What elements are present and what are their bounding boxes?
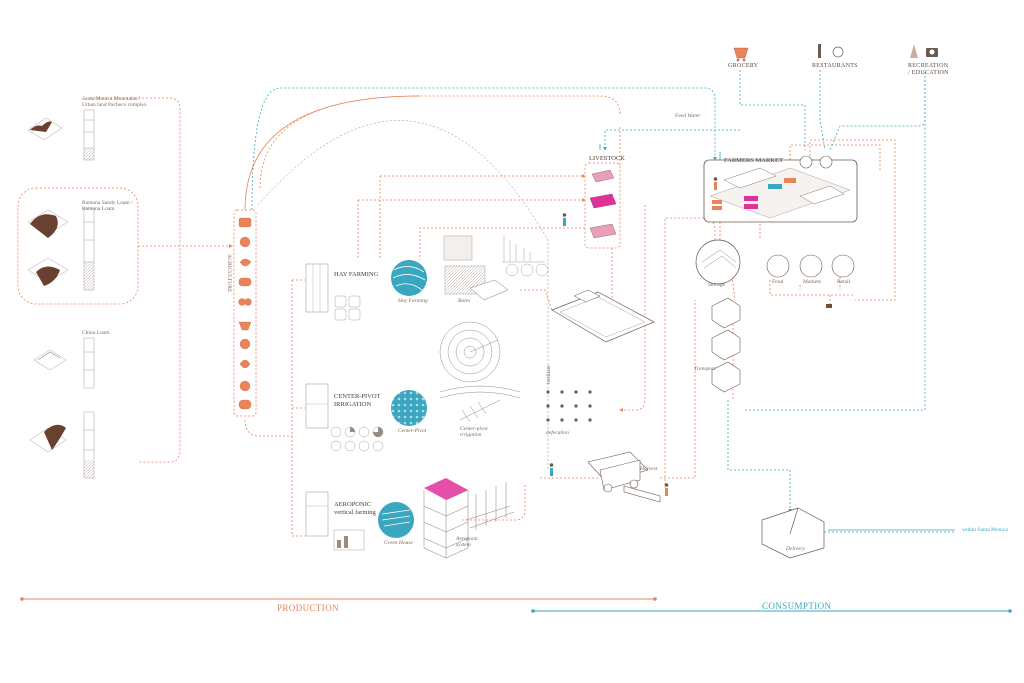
soil-block-3 [29,337,95,479]
hay-farming-caption: Hay Farming [398,298,428,304]
delivery-label: Delivery [786,546,805,552]
food-label: Food [772,279,784,285]
field-isometric [551,289,655,343]
bottom-bars [20,597,1012,613]
recreation-label-2: / EDUCATION [908,70,949,76]
agriculture-label: AGRICULTURE [226,254,232,293]
center-pivot-block [305,321,521,452]
consumption-label: CONSUMPTION [762,601,832,611]
bales-caption: Bales [458,298,471,304]
transport-label: Transport [694,366,716,372]
center-pivot-title-1: CENTER-PIVOT [334,393,381,400]
aeroponic-title-1: AEROPONIC [334,501,372,508]
soil-block-2 [27,207,95,291]
harvest-label: Harvest [640,466,658,472]
markets-label: Markets [803,279,822,285]
farmers-market-stalls [709,167,851,219]
aeroponic-block [305,478,515,559]
defecation-label: defecation [546,430,569,436]
grocery-label: GROCERY [728,63,759,69]
center-pivot-irrigation-caption: Center-pivot irrigation [460,426,488,439]
soil-label-3: Chino Loam [82,330,110,336]
feed-water-label: Feed Water [675,113,701,119]
consumption-flow-lines [251,70,955,533]
aeroponic-title-2: vertical farming [334,509,376,516]
market-top-circles [799,155,833,169]
livestock-title: LIVESTOCK [589,155,625,162]
recreation-icon [910,44,938,58]
within-santa-monica-label: within Santa Monica [962,527,1008,533]
fertilizer-label: fertilizer [546,365,552,384]
soil-label-2: Ramona Sandy Loam / Ramona Loam [82,200,133,213]
crop-icons [238,217,252,410]
soil-block-2-frame [17,187,139,305]
return-arc [257,120,549,470]
soil-label-1: Santa Monica Mountains / Urban land Pach… [82,96,147,109]
transport-boxes [711,297,741,393]
center-pivot-title-2: IRRIGATION [334,401,372,408]
delivery-truck [761,507,825,559]
storage-label: Storage [708,282,726,288]
grocery-icon [733,47,749,62]
hay-farming-block [305,235,549,321]
restaurants-icon [818,44,844,58]
people-figures [549,177,832,496]
restaurants-label: RESTAURANTS [812,63,858,69]
aeroponic-system-caption: Aeroponic system [456,536,479,549]
harvester [587,451,661,503]
defecation-dots [546,390,592,422]
hay-farming-title: HAY FARMING [334,271,379,278]
sub-circles [766,254,855,278]
production-label: PRODUCTION [277,603,340,613]
retail-label: Retail [837,279,851,285]
center-pivot-caption: Center-Pivot [398,428,427,434]
livestock-animals [589,169,617,239]
recreation-label-1: RECREATION [908,63,949,69]
storage-circle [695,239,741,285]
soil-block-1 [27,109,95,161]
green-house-caption: Green House [384,540,413,546]
farmers-market-title: FARMERS MARKET [724,157,783,164]
